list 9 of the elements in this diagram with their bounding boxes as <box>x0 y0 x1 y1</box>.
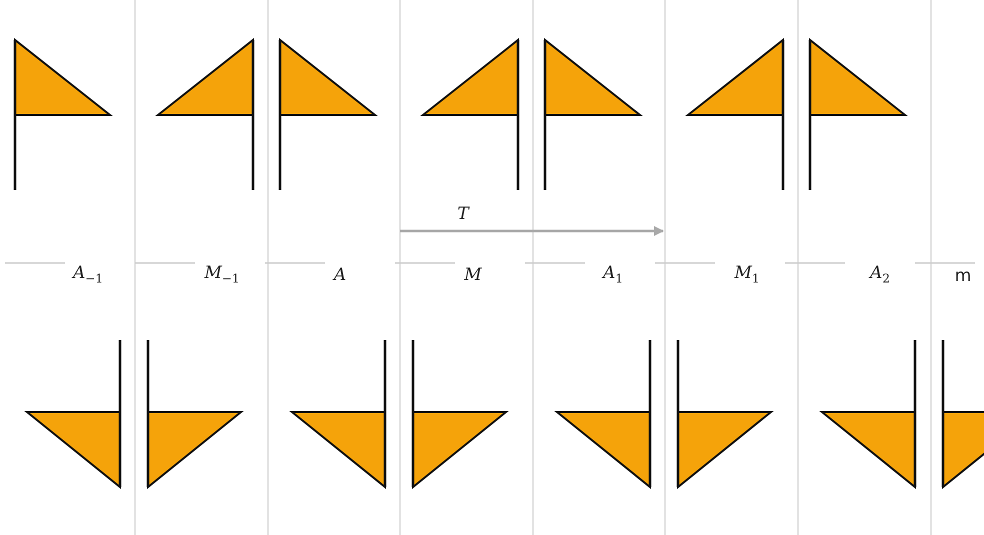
point-label: A$_{1}$ <box>603 263 623 286</box>
point-label: M$_{1}$ <box>734 263 760 286</box>
point-label: A$_{2}$ <box>870 263 890 286</box>
point-label: A <box>334 265 346 285</box>
point-label: m <box>954 266 972 286</box>
point-label: M <box>464 265 482 285</box>
vector-label: T <box>457 204 469 224</box>
point-label: M$_{−1}$ <box>204 263 240 286</box>
point-label: A$_{−1}$ <box>73 263 103 286</box>
